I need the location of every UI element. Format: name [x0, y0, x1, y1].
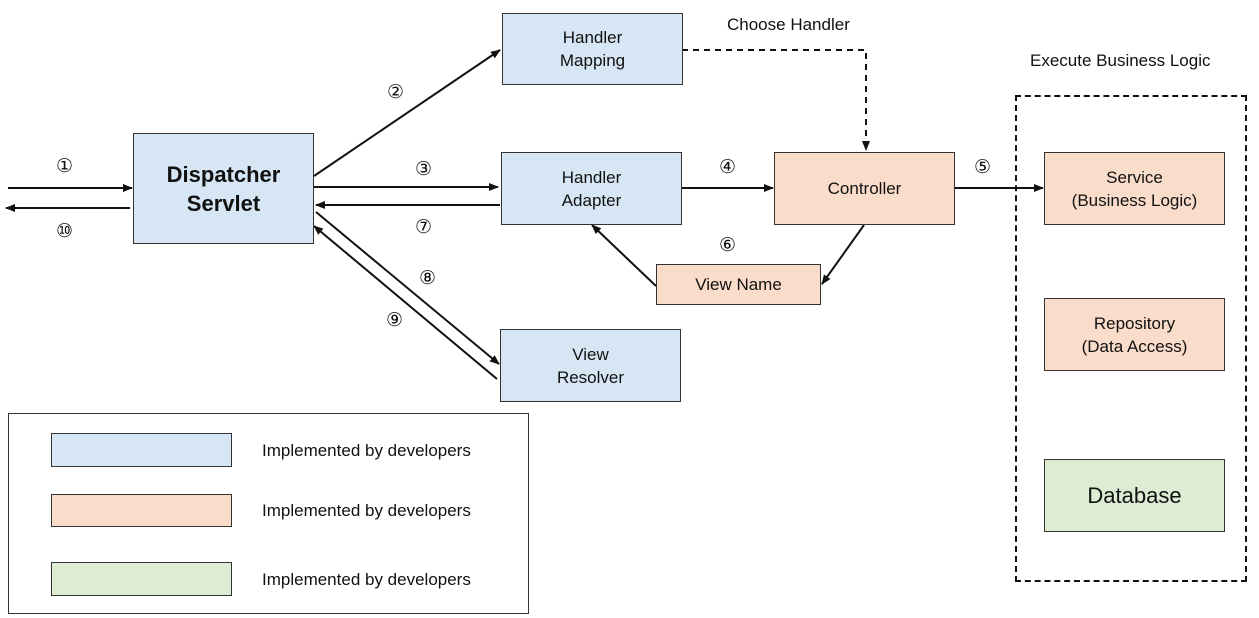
- handler-mapping-label-line1: Handler: [562, 28, 623, 47]
- legend-swatch-blue: [51, 433, 232, 467]
- legend: Implemented by developers Implemented by…: [8, 413, 529, 614]
- arrow-choose-handler: [682, 49, 870, 151]
- service-label-line2: (Business Logic): [1071, 190, 1198, 210]
- arrow-step-9: [313, 225, 498, 380]
- view-resolver-node: View Resolver: [500, 329, 681, 402]
- business-logic-annotation: Execute Business Logic: [1030, 51, 1211, 70]
- dispatcher-servlet-node: Dispatcher Servlet: [133, 133, 314, 244]
- step-8-marker: ⑧: [419, 267, 437, 289]
- view-resolver-label-line1: View: [572, 344, 609, 364]
- arrow-step-6: [821, 224, 865, 285]
- controller-node: Controller: [774, 152, 955, 225]
- legend-swatch-peach: [51, 494, 232, 527]
- handler-adapter-label-line2: Adapter: [561, 190, 622, 210]
- dispatcher-servlet-label-line1: Dispatcher: [166, 161, 281, 187]
- service-label-line1: Service: [1106, 167, 1163, 187]
- legend-label-peach: Implemented by developers: [262, 501, 471, 520]
- step-5-marker: ⑤: [974, 156, 992, 178]
- arrow-step-2: [313, 49, 501, 177]
- database-node: Database: [1044, 459, 1225, 532]
- legend-swatch-green: [51, 562, 232, 596]
- step-3-marker: ③: [415, 158, 433, 180]
- database-label: Database: [1087, 483, 1182, 508]
- legend-label-blue: Implemented by developers: [262, 441, 471, 460]
- step-7-marker: ⑦: [415, 216, 433, 238]
- view-name-label: View Name: [695, 275, 782, 294]
- dispatcher-servlet-label-line2: Servlet: [186, 190, 261, 216]
- repository-node: Repository (Data Access): [1044, 298, 1225, 371]
- repository-label-line1: Repository: [1093, 313, 1176, 333]
- arrow-view-name-to-adapter: [591, 224, 657, 287]
- handler-mapping-label-line2: Mapping: [559, 51, 626, 70]
- repository-label-line2: (Data Access): [1081, 336, 1188, 356]
- business-logic-group: [1015, 95, 1247, 582]
- view-name-node: View Name: [656, 264, 821, 305]
- handler-mapping-node: Handler Mapping: [502, 13, 683, 85]
- arrow-step-8: [315, 211, 500, 365]
- controller-label: Controller: [827, 179, 902, 198]
- step-1-marker: ①: [56, 155, 74, 177]
- step-9-marker: ⑨: [386, 309, 404, 331]
- choose-handler-annotation: Choose Handler: [727, 15, 850, 34]
- handler-adapter-node: Handler Adapter: [501, 152, 682, 225]
- view-resolver-label-line2: Resolver: [556, 367, 625, 387]
- service-node: Service (Business Logic): [1044, 152, 1225, 225]
- legend-label-green: Implemented by developers: [262, 570, 471, 589]
- step-10-marker: ⑩: [56, 220, 74, 242]
- step-6-marker: ⑥: [719, 234, 737, 256]
- handler-adapter-label-line1: Handler: [561, 167, 622, 187]
- step-4-marker: ④: [719, 156, 737, 178]
- step-2-marker: ②: [387, 81, 405, 103]
